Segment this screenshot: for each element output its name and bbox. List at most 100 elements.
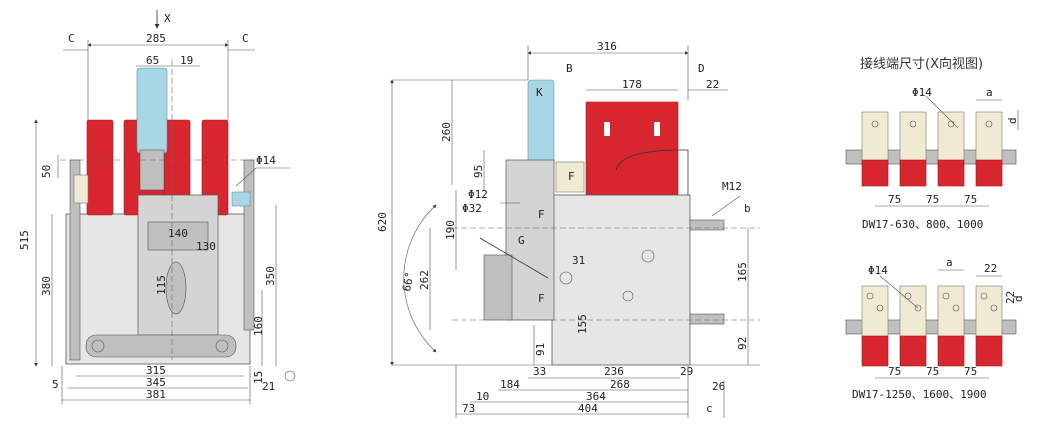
dim-b: b [744, 202, 751, 215]
dim-19: 19 [180, 54, 193, 67]
bottom-dim-75-3: 75 [964, 365, 977, 378]
bottom-dim-75-1: 75 [888, 365, 901, 378]
dim-155: 155 [576, 314, 589, 334]
side-view: 316 B D 178 22 K F F G F M12 [376, 40, 760, 418]
handle [136, 67, 168, 154]
dim-21: 21 [262, 380, 275, 393]
side-front-plate [505, 159, 555, 321]
bottom-dim-22-h: 22 [984, 262, 997, 275]
dim-364: 364 [586, 390, 606, 403]
top-bar [845, 149, 1017, 165]
lower-terminal [689, 313, 725, 325]
top-dim-75-2: 75 [926, 193, 939, 206]
bottom-caption: DW17-1250、1600、1900 [852, 388, 987, 401]
front-phi14: Φ14 [256, 154, 276, 167]
letter-f-1: F [568, 170, 575, 183]
right-plate [243, 159, 255, 331]
dim-178: 178 [622, 78, 642, 91]
dim-10: 10 [476, 390, 489, 403]
bottom-dim-22-v: 22 [1004, 291, 1017, 304]
terminal-set-bottom: Φ14 a 22 22 d 75 75 75 DW17-1250、1600、19… [845, 256, 1025, 401]
dim-315: 315 [146, 364, 166, 377]
dim-515: 515 [18, 230, 31, 250]
letter-f-3: F [538, 292, 545, 305]
upper-terminal [689, 219, 725, 231]
handle-base [139, 149, 165, 191]
letter-k: K [536, 86, 543, 99]
front-label-plate [147, 221, 209, 251]
letter-g: G [518, 234, 525, 247]
terminal-set-top: Φ14 a d 75 75 75 DW17-630、800、1000 [845, 86, 1019, 231]
side-red-panel [585, 101, 679, 201]
top-dim-d: d [1006, 117, 1019, 124]
bottom-bar [845, 319, 1017, 335]
dim-c: c [706, 402, 713, 415]
dim-130: 130 [196, 240, 216, 253]
dim-160: 160 [252, 316, 265, 336]
top-dim-75-3: 75 [964, 193, 977, 206]
terminal-title: 接线端尺寸(X向视图) [860, 56, 983, 72]
left-terminal-block [73, 174, 89, 204]
dim-190: 190 [444, 220, 457, 240]
view-marker-x: X [164, 12, 171, 25]
top-dim-75-1: 75 [888, 193, 901, 206]
dim-381: 381 [146, 388, 166, 401]
dim-350: 350 [264, 266, 277, 286]
dim-65: 65 [146, 54, 159, 67]
dim-268: 268 [610, 378, 630, 391]
front-knob [165, 261, 187, 315]
bottom-dim-75-2: 75 [926, 365, 939, 378]
dim-316: 316 [597, 40, 617, 53]
dim-15: 15 [252, 371, 265, 384]
dim-31: 31 [572, 254, 585, 267]
dim-22: 22 [706, 78, 719, 91]
top-caption: DW17-630、800、1000 [862, 218, 983, 231]
busbar-1 [86, 119, 114, 216]
dim-115: 115 [155, 275, 168, 295]
terminal-views: 接线端尺寸(X向视图) Φ14 a d 75 75 75 DW17-630、80… [845, 56, 1025, 401]
dim-91: 91 [534, 343, 547, 356]
label-m12: M12 [722, 180, 742, 193]
dim-404: 404 [578, 402, 598, 415]
dim-165: 165 [736, 262, 749, 282]
dim-380: 380 [40, 276, 53, 296]
letter-f-2: F [538, 208, 545, 221]
top-dim-a: a [986, 86, 993, 99]
top-phi14: Φ14 [912, 86, 932, 99]
phi-12: Φ12 [468, 188, 488, 201]
dim-285: 285 [146, 32, 166, 45]
dim-262: 262 [418, 270, 431, 290]
bottom-dim-d: d [1012, 295, 1025, 302]
dim-c-left: C [68, 32, 75, 45]
dim-5: 5 [52, 378, 59, 391]
phi-32: Φ32 [462, 202, 482, 215]
dim-236: 236 [604, 365, 624, 378]
dim-92: 92 [736, 337, 749, 350]
dim-73: 73 [462, 402, 475, 415]
dim-140: 140 [168, 227, 188, 240]
ground-icon [284, 370, 296, 382]
dim-184: 184 [500, 378, 520, 391]
bottom-phi14: Φ14 [868, 264, 888, 277]
bottom-dim-a: a [946, 256, 953, 269]
dim-b-letter: B [566, 62, 573, 75]
side-f-plate [555, 161, 585, 193]
dim-50: 50 [40, 165, 53, 178]
front-view: X C 285 C 65 19 [18, 10, 296, 404]
side-body [551, 194, 691, 366]
right-terminal-block [231, 191, 251, 207]
dim-620: 620 [376, 212, 389, 232]
dim-c-right: C [242, 32, 249, 45]
bottom-rail [85, 334, 237, 358]
dim-260: 260 [440, 122, 453, 142]
dim-33: 33 [533, 365, 546, 378]
dim-29: 29 [680, 365, 693, 378]
dim-345: 345 [146, 376, 166, 389]
dim-d-letter: D [698, 62, 705, 75]
dim-26: 26 [712, 380, 725, 393]
side-knob [483, 254, 513, 321]
dim-95: 95 [472, 165, 485, 178]
angle-66: 66° [400, 271, 416, 293]
